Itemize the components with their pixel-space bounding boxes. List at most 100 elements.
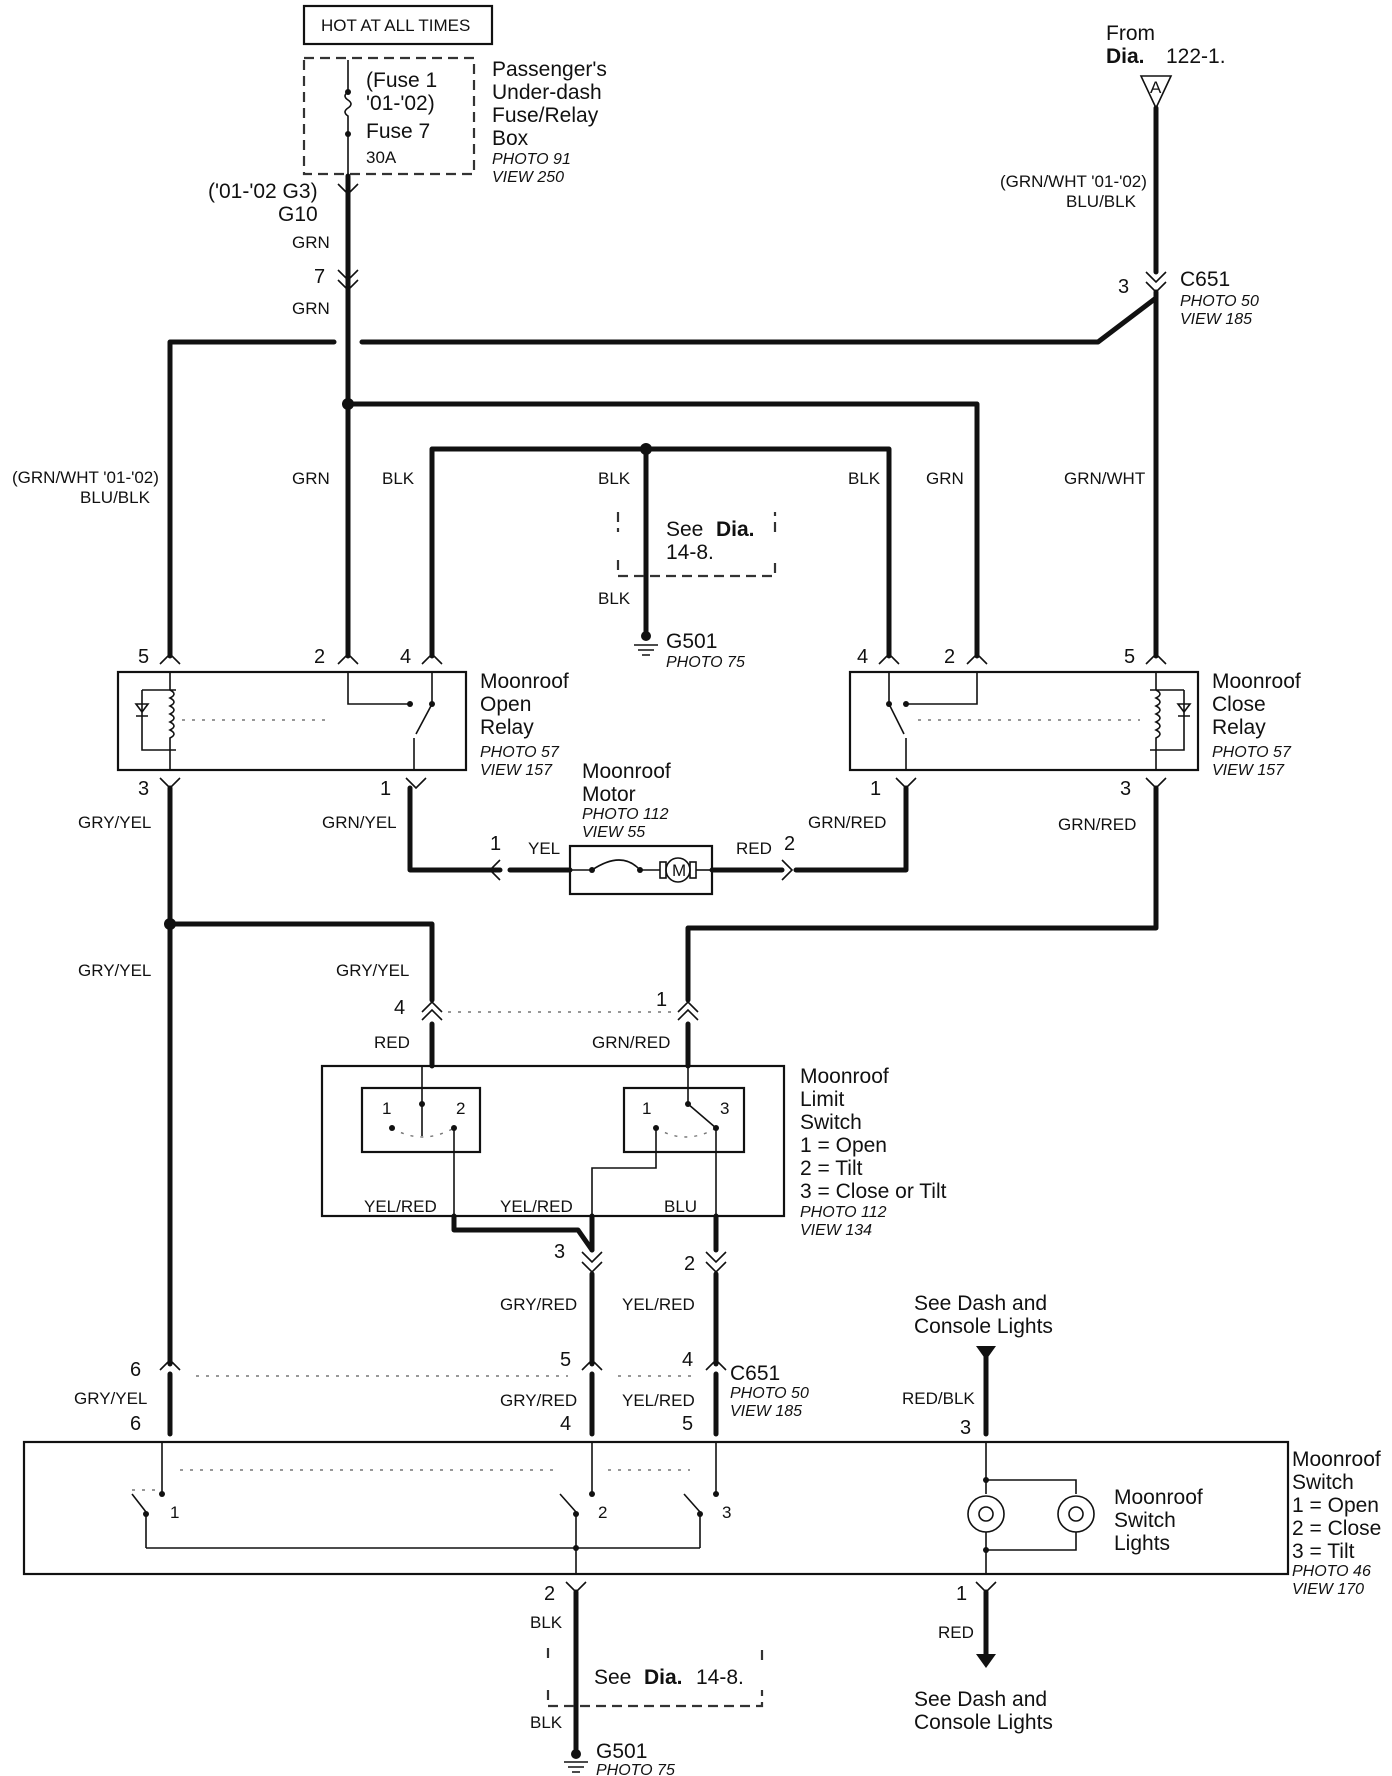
c651-lower-pin-6-top: 6 (130, 1359, 141, 1381)
motor-symbol: M (672, 861, 686, 880)
switch-pin-3: 3 (960, 1417, 971, 1439)
fuse-box-view: VIEW 250 (492, 169, 564, 186)
limit-name-6: 3 = Close or Tilt (800, 1180, 947, 1203)
arrow-down-icon (976, 1346, 996, 1360)
moonroof-motor: Moonroof Motor PHOTO 112 VIEW 55 M 1 YEL… (490, 760, 795, 896)
motor-photo: PHOTO 112 (582, 806, 669, 823)
switch-name-3: 1 = Open (1292, 1494, 1379, 1517)
wire-label-yelred-3: YEL/RED (622, 1295, 695, 1314)
g501-upper-label: G501 (666, 630, 717, 653)
close-relay-pin-5: 5 (1124, 646, 1135, 668)
switch-name-4: 2 = Close (1292, 1517, 1381, 1540)
wire-label-grn-3: GRN (292, 469, 330, 488)
close-relay-pin-4: 4 (857, 646, 868, 668)
open-relay-pin-2: 2 (314, 646, 325, 668)
open-relay-name-2: Open (480, 693, 531, 716)
close-relay-pin-1: 1 (870, 778, 881, 800)
wire-label-redblk: RED/BLK (902, 1389, 975, 1408)
switch-light-2-icon (1057, 1495, 1095, 1533)
close-relay-name-3: Relay (1212, 716, 1266, 739)
switch-name-5: 3 = Tilt (1292, 1540, 1355, 1563)
close-relay-photo: PHOTO 57 (1212, 744, 1292, 761)
motor-name-2: Motor (582, 783, 636, 806)
dash-lights-top-1: See Dash and (914, 1292, 1047, 1315)
limit-pin-1: 1 (656, 989, 667, 1011)
wire-label-grnred-1: GRN/RED (808, 813, 886, 832)
close-relay-body (848, 670, 1200, 772)
fuse-symbol (344, 60, 352, 176)
wire-label-gryyel-3: GRY/YEL (336, 961, 409, 980)
c651-top-label: C651 (1180, 268, 1230, 291)
c651-lower-pin-5-top: 5 (560, 1349, 571, 1371)
limit-contact-b3: 3 (720, 1099, 729, 1118)
wire-label-red-bottom: RED (938, 1623, 974, 1642)
open-relay-name-1: Moonroof (480, 670, 569, 693)
switch-light-1-icon (967, 1495, 1005, 1533)
wire-label-grnred-3: GRN/RED (592, 1033, 670, 1052)
hot-at-all-times-box: HOT AT ALL TIMES (302, 4, 494, 46)
motor-name-1: Moonroof (582, 760, 671, 783)
limit-contact-b (622, 1086, 746, 1154)
fuse-box-name-3: Fuse/Relay (492, 104, 599, 127)
wire-label-grnwht-alt-left: (GRN/WHT '01-'02) (12, 468, 159, 487)
limit-contact-a1: 1 (382, 1099, 391, 1118)
wire-label-blu: BLU (664, 1197, 697, 1216)
wire-label-gryred-2: GRY/RED (500, 1391, 577, 1410)
open-relay-view: VIEW 157 (480, 762, 553, 779)
switch-photo: PHOTO 46 (1292, 1563, 1371, 1580)
open-relay-diode (134, 703, 150, 717)
c651-lower-view: VIEW 185 (730, 1403, 802, 1420)
g10-alt-label: ('01-'02 G3) (208, 180, 318, 203)
bottom-wiring (565, 1581, 997, 1759)
see-dia-upper-dia: Dia. (716, 518, 755, 541)
from-dia-reference: From Dia. 122-1. A (1106, 22, 1226, 110)
upper-wiring (167, 105, 1167, 659)
switch-view: VIEW 170 (1292, 1581, 1364, 1598)
wire-label-yelred-4: YEL/RED (622, 1391, 695, 1410)
lower-middle-wiring (196, 1213, 996, 1437)
limit-contact-a (360, 1086, 482, 1154)
reference-a-marker: A (1150, 78, 1162, 97)
wire-label-grnwht: GRN/WHT (1064, 469, 1145, 488)
moonroof-open-relay: 5 2 4 3 1 Moonroof Open Relay PHOTO 57 V… (116, 646, 569, 800)
dash-lights-bottom-1: See Dash and (914, 1688, 1047, 1711)
ground-symbol-lower (564, 1749, 588, 1773)
wire-label-gryyel-1: GRY/YEL (78, 813, 151, 832)
limit-name-1: Moonroof (800, 1065, 889, 1088)
g10-label: G10 (278, 203, 318, 226)
close-relay-pin-2: 2 (944, 646, 955, 668)
wire-label-grn-1: GRN (292, 233, 330, 252)
open-relay-pin-4: 4 (400, 646, 411, 668)
wire-label-blk-1: BLK (382, 469, 415, 488)
motor-pin-1: 1 (490, 833, 501, 855)
g501-upper-photo: PHOTO 75 (666, 654, 745, 671)
grn-splice (342, 398, 354, 410)
wire-label-gryyel-4: GRY/YEL (74, 1389, 147, 1408)
ground-symbol-upper (634, 631, 658, 656)
open-relay-body (116, 670, 468, 772)
limit-name-4: 1 = Open (800, 1134, 887, 1157)
close-relay-name-2: Close (1212, 693, 1266, 716)
see-dia-reference-upper: See Dia. 14-8. (616, 512, 777, 578)
c651-top-photo: PHOTO 50 (1180, 293, 1259, 310)
wire-label-grnred-2: GRN/RED (1058, 815, 1136, 834)
limit-name-5: 2 = Tilt (800, 1157, 863, 1180)
fuse-line-2: '01-'02) (366, 92, 435, 115)
see-dia-lower-see: See (594, 1666, 631, 1689)
moonroof-switch-body (22, 1440, 1290, 1576)
c651-top-view: VIEW 185 (1180, 311, 1252, 328)
from-label: From (1106, 22, 1155, 45)
limit-switch-body (320, 1064, 786, 1218)
fuse-line-1: (Fuse 1 (366, 69, 437, 92)
wire-label-blublk-left: BLU/BLK (80, 488, 151, 507)
fuse-box-name-4: Box (492, 127, 529, 150)
fuse-rating: 30A (366, 148, 397, 167)
switch-pin-2: 2 (544, 1583, 555, 1605)
c651-mid-pin-2: 2 (684, 1253, 695, 1275)
fuse-line-3: Fuse 7 (366, 120, 430, 143)
moonroof-close-relay: 4 2 5 1 3 Moonroof Close Relay PHOTO 57 … (848, 646, 1301, 800)
moonroof-switch: 1 2 3 Moonroof Switch Lights Moonroof Sw… (22, 1440, 1381, 1598)
blk-splice (640, 443, 652, 455)
motor-pin-2: 2 (784, 833, 795, 855)
